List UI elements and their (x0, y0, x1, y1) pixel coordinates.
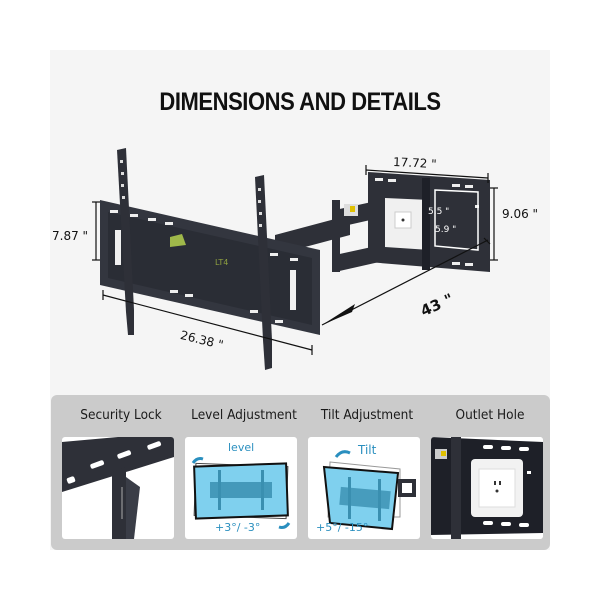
level-range: +3°/ -3° (215, 521, 261, 534)
level-adjustment-image: level +3°/ -3° (185, 437, 297, 539)
dimension-outlet-height: 5.5 " (428, 207, 450, 217)
product-infographic: DIMENSIONS AND DETAILS (50, 50, 550, 550)
wall-plate (368, 172, 490, 272)
dimension-arm-width: 17.72 " (392, 154, 438, 172)
dimension-plate-height: 7.87 " (52, 229, 89, 243)
security-lock-image (62, 437, 174, 539)
tilt-adjustment-image: Tilt +5°/ -15° (308, 437, 420, 539)
level-caption: level (228, 441, 255, 454)
feature-label: Outlet Hole (455, 407, 525, 423)
tilt-caption: Tilt (358, 443, 377, 457)
feature-outlet-hole: Outlet Hole (431, 395, 549, 545)
dimension-outlet-width: 5.9 " (435, 225, 457, 235)
page-title: DIMENSIONS AND DETAILS (159, 88, 441, 116)
feature-security-lock: Security Lock (62, 395, 180, 545)
feature-label: Tilt Adjustment (320, 407, 414, 423)
dimension-arm-height: 9.06 " (502, 207, 539, 221)
tv-arms (117, 148, 272, 370)
feature-level-adjustment: Level Adjustment level +3°/ -3° (185, 395, 303, 545)
tv-mount-illustration: LT4 (92, 148, 498, 370)
feature-label: Level Adjustment (191, 407, 297, 423)
outlet-hole-image (431, 437, 543, 539)
features-panel: Security Lock Level Adjustment (51, 395, 550, 550)
feature-tilt-adjustment: Tilt Adjustment Tilt +5°/ -15° (308, 395, 426, 545)
svg-text:LT4: LT4 (215, 258, 228, 267)
tilt-range: +5°/ -15° (316, 521, 369, 534)
feature-label: Security Lock (80, 407, 162, 423)
